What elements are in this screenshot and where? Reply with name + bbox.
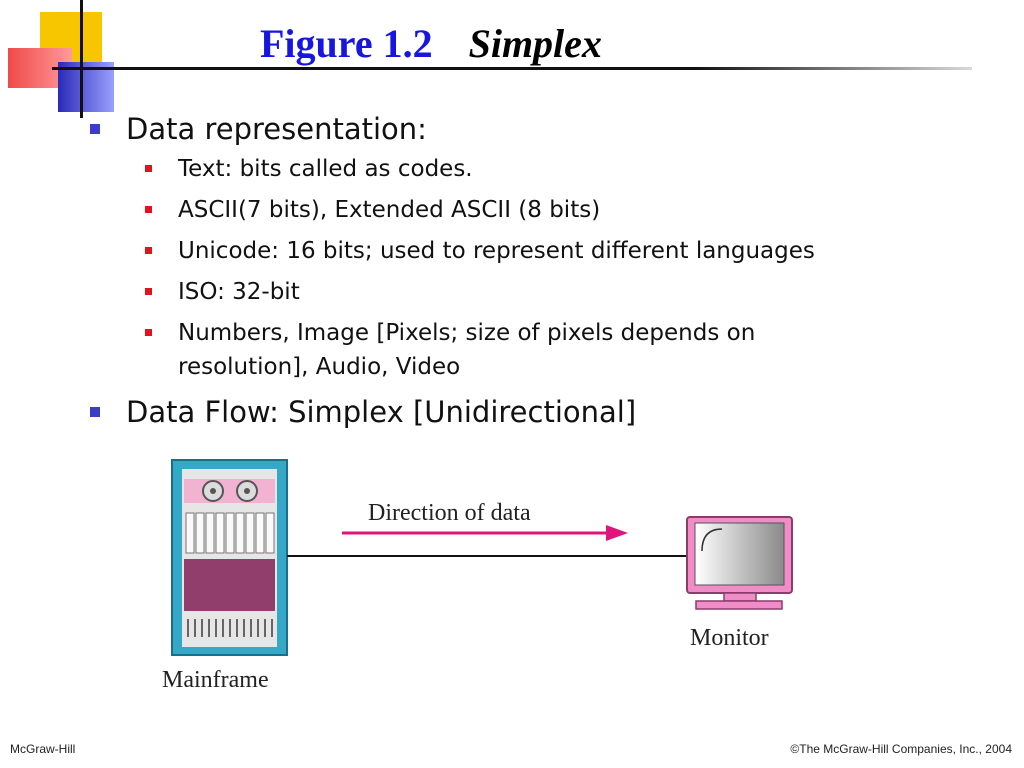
- sub-bullet-text: Numbers, Image [Pixels; size of pixels d…: [178, 320, 756, 380]
- sub-bullet-iso: ISO: 32-bit: [134, 275, 878, 309]
- sub-bullet-text: Unicode: 16 bits; used to represent diff…: [178, 238, 815, 264]
- sub-bullet-marker: [145, 206, 152, 213]
- mainframe-label: Mainframe: [162, 667, 269, 693]
- title-figure-number: Figure 1.2: [260, 21, 433, 66]
- decor-horizontal-rule: [52, 67, 972, 70]
- bullet-text: Data Flow: Simplex [Unidirectional]: [126, 395, 637, 429]
- bullet-marker: [90, 124, 100, 134]
- sub-bullet-unicode: Unicode: 16 bits; used to represent diff…: [134, 234, 878, 268]
- sub-bullet-text: ISO: 32-bit: [178, 279, 300, 305]
- sub-bullet-text-codes: Text: bits called as codes.: [134, 152, 878, 186]
- bullet-text: Data representation:: [126, 112, 427, 146]
- bullet-marker: [90, 407, 100, 417]
- sub-bullet-text: Text: bits called as codes.: [178, 156, 473, 182]
- sub-bullet-marker: [145, 165, 152, 172]
- bullet-list: Data representation: Text: bits called a…: [88, 108, 988, 439]
- bullet-data-flow: Data Flow: Simplex [Unidirectional]: [88, 391, 988, 433]
- slide-title: Figure 1.2 Simplex: [260, 20, 602, 67]
- bullet-data-representation: Data representation: Text: bits called a…: [88, 108, 988, 384]
- footer-publisher: McGraw-Hill: [10, 742, 76, 756]
- direction-arrow: [342, 525, 628, 541]
- monitor-label: Monitor: [690, 625, 769, 651]
- monitor-icon: [686, 516, 793, 610]
- footer-copyright: ©The McGraw-Hill Companies, Inc., 2004: [790, 742, 1012, 756]
- sub-bullet-text: ASCII(7 bits), Extended ASCII (8 bits): [178, 197, 601, 223]
- sub-bullet-marker: [145, 288, 152, 295]
- simplex-diagram: Direction of data Monitor Mainframe: [162, 459, 793, 693]
- mainframe-icon: [171, 459, 288, 656]
- sub-bullet-list: Text: bits called as codes. ASCII(7 bits…: [126, 152, 988, 384]
- sub-bullet-ascii: ASCII(7 bits), Extended ASCII (8 bits): [134, 193, 878, 227]
- decor-blue-square: [58, 62, 114, 112]
- arrow-label: Direction of data: [368, 500, 531, 526]
- decor-vertical-line: [80, 0, 83, 118]
- sub-bullet-marker: [145, 247, 152, 254]
- title-subtitle: Simplex: [468, 21, 602, 66]
- sub-bullet-marker: [145, 329, 152, 336]
- sub-bullet-numbers-image: Numbers, Image [Pixels; size of pixels d…: [134, 316, 878, 384]
